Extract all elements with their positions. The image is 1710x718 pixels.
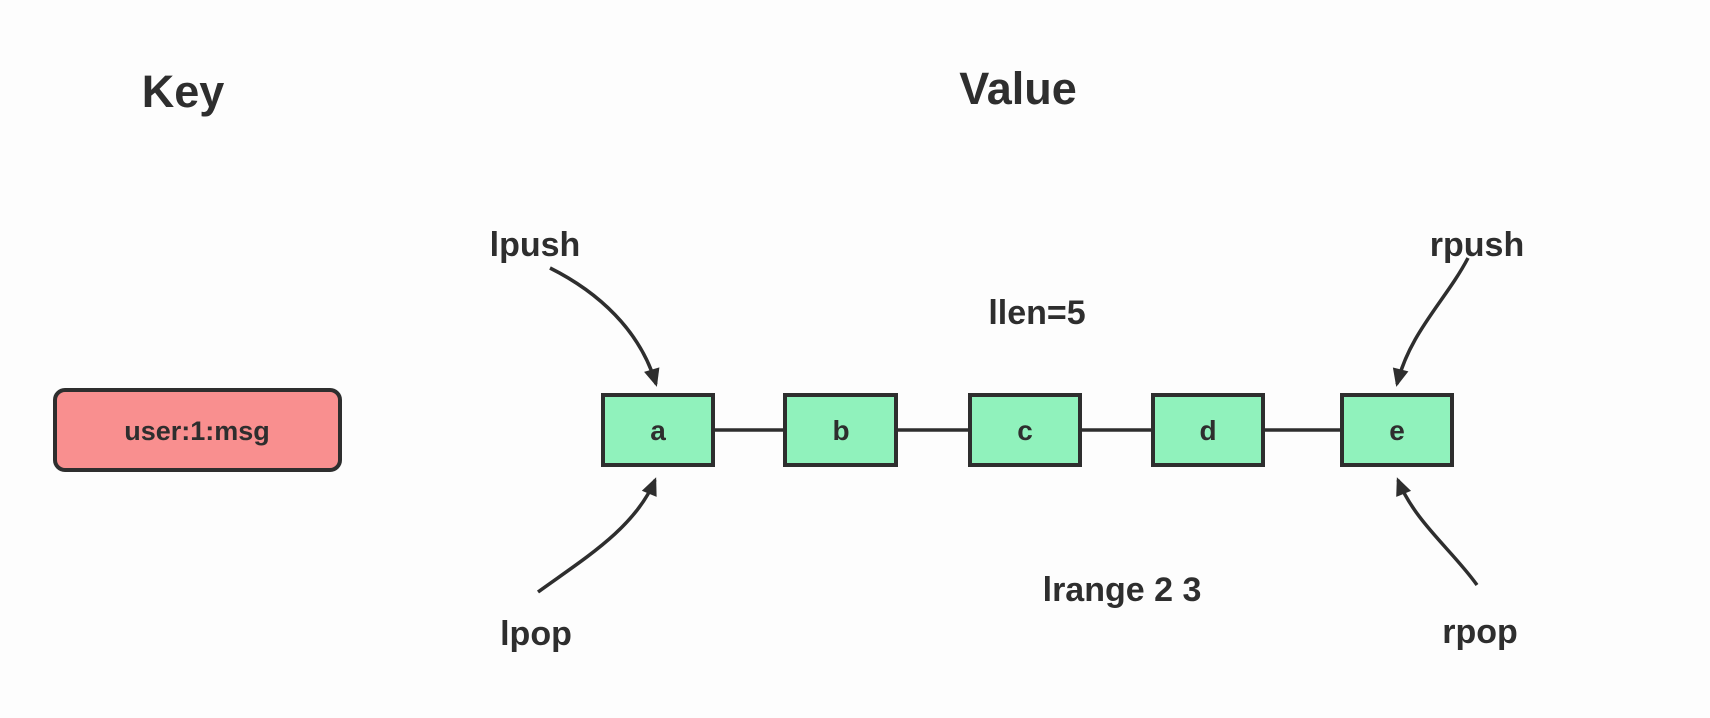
list-node-c: c [968, 393, 1082, 467]
node-e-label: e [1389, 415, 1405, 446]
lpop-arrow [536, 477, 657, 594]
key-box-rect [53, 388, 342, 472]
rpush-label: rpush [1430, 226, 1524, 264]
list-node-a: a [601, 393, 715, 467]
key-column-header: Key [142, 66, 225, 117]
list-node-d: d [1151, 393, 1265, 467]
node-a-rect [601, 393, 715, 467]
rpush-arrow [1392, 257, 1470, 387]
node-c-rect [968, 393, 1082, 467]
list-node-b: b [783, 393, 898, 467]
node-b-rect [783, 393, 898, 467]
llen-annotation: llen=5 [988, 294, 1085, 332]
rpop-label: rpop [1442, 613, 1518, 651]
node-c-label: c [1017, 415, 1033, 446]
node-b-label: b [832, 415, 849, 446]
lpush-arrow [549, 266, 660, 387]
node-d-label: d [1199, 415, 1216, 446]
lpush-label: lpush [490, 226, 581, 264]
value-column-header: Value [959, 63, 1077, 114]
rpop-arrow [1396, 477, 1479, 587]
node-e-rect [1340, 393, 1454, 467]
key-box: user:1:msg [53, 388, 342, 472]
node-a-label: a [650, 415, 666, 446]
node-d-rect [1151, 393, 1265, 467]
lrange-annotation: lrange 2 3 [1043, 571, 1202, 609]
list-node-e: e [1340, 393, 1454, 467]
key-label: user:1:msg [124, 416, 270, 446]
lpop-label: lpop [500, 615, 572, 653]
